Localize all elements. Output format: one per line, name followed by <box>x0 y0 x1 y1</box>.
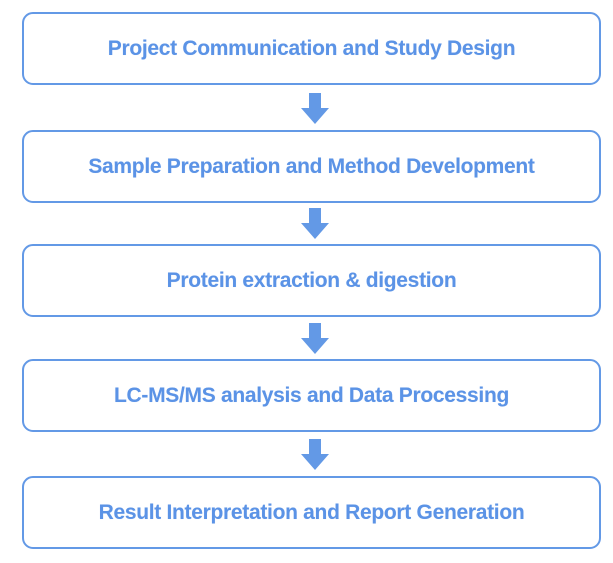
arrow-down-icon <box>301 323 329 354</box>
step-lc-ms-analysis: LC-MS/MS analysis and Data Processing <box>22 359 601 432</box>
arrow-down-icon <box>301 208 329 239</box>
step-sample-preparation: Sample Preparation and Method Developmen… <box>22 130 601 203</box>
step-label: Project Communication and Study Design <box>107 36 516 60</box>
step-label: Protein extraction & digestion <box>166 268 457 292</box>
arrow-down-icon <box>301 439 329 470</box>
step-label: LC-MS/MS analysis and Data Processing <box>113 383 510 407</box>
step-project-communication: Project Communication and Study Design <box>22 12 601 85</box>
step-result-interpretation: Result Interpretation and Report Generat… <box>22 476 601 549</box>
step-label: Sample Preparation and Method Developmen… <box>88 154 535 178</box>
step-label: Result Interpretation and Report Generat… <box>98 500 525 524</box>
arrow-down-icon <box>301 93 329 124</box>
step-protein-extraction: Protein extraction & digestion <box>22 244 601 317</box>
